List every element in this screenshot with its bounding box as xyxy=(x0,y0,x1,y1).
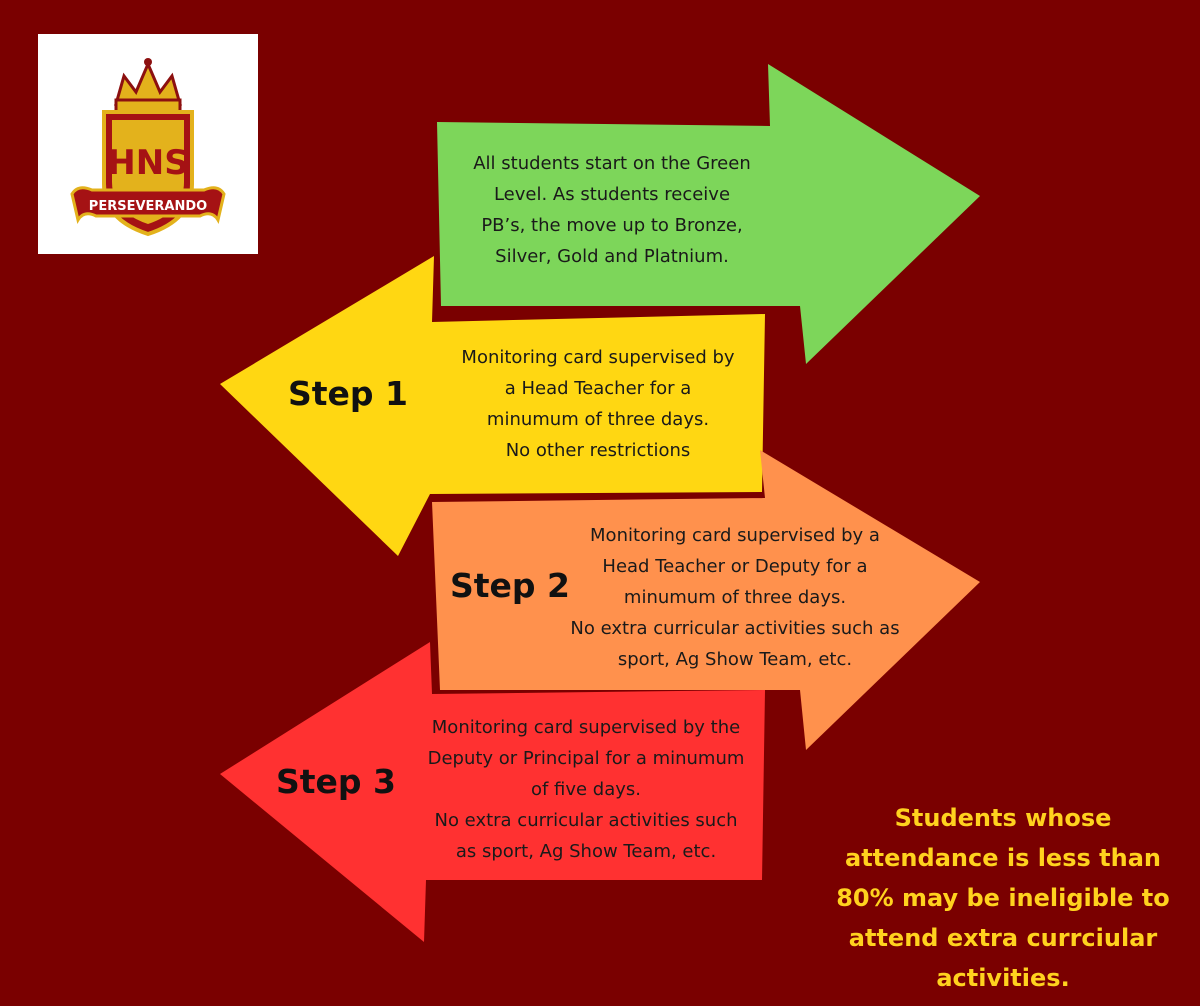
yellow-arrow xyxy=(220,256,765,556)
step-1-text: Monitoring card supervised by a Head Tea… xyxy=(461,347,735,461)
logo-initials: HNS xyxy=(107,143,188,183)
step-2-text: Monitoring card supervised by a Head Tea… xyxy=(570,525,900,670)
step-2-label: Step 2 xyxy=(450,566,570,605)
attendance-note: Students whose attendance is less than 8… xyxy=(836,804,1170,992)
red-arrow xyxy=(220,642,765,942)
school-logo: HNS PERSEVERANDO xyxy=(38,34,258,254)
green-arrow xyxy=(437,64,980,364)
step-3-text: Monitoring card supervised by the Deputy… xyxy=(427,717,745,862)
step-3-label: Step 3 xyxy=(276,762,396,801)
step-1-label: Step 1 xyxy=(288,374,408,413)
orange-arrow xyxy=(432,450,980,750)
crest-icon: HNS PERSEVERANDO xyxy=(70,58,226,237)
green-arrow-text: All students start on the Green Level. A… xyxy=(473,153,751,267)
logo-motto: PERSEVERANDO xyxy=(89,199,207,214)
